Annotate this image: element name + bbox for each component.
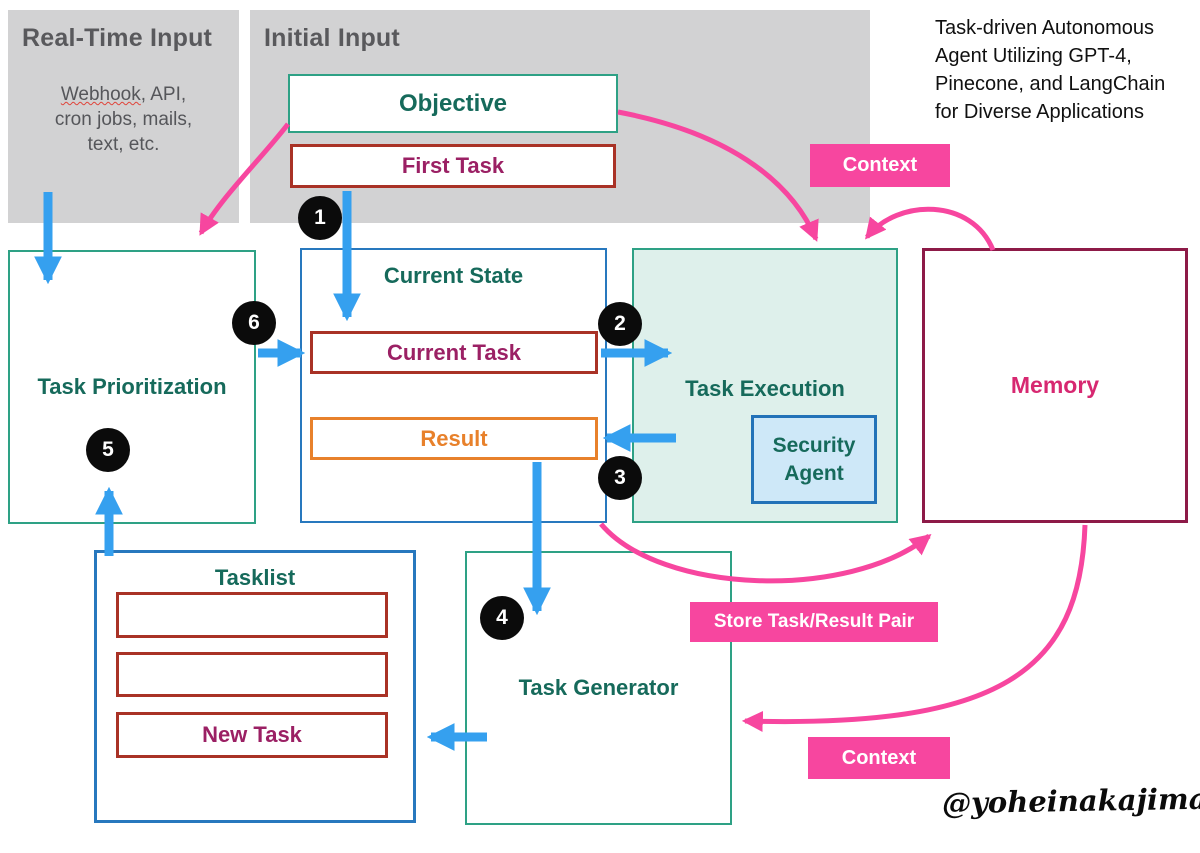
task-generator-title: Task Generator (518, 675, 679, 700)
first-task-box: First Task (290, 144, 616, 188)
realtime-line2: cron jobs, mails, (54, 109, 193, 130)
tasklist-item-empty-2 (116, 652, 388, 697)
step-badge-6: 6 (232, 301, 276, 345)
step-badge-4: 4 (480, 596, 524, 640)
result-box: Result (310, 417, 598, 460)
context-badge-top: Context (810, 144, 950, 187)
store-task-result-badge: Store Task/Result Pair (690, 602, 938, 642)
task-prioritization-box: Task Prioritization (8, 250, 256, 524)
current-state-title: Current State (383, 263, 524, 288)
objective-box: Objective (288, 74, 618, 133)
diagram-caption: Task-driven Autonomous Agent Utilizing G… (935, 14, 1195, 126)
realtime-input-panel: Real-Time Input Webhook, API, cron jobs,… (8, 10, 239, 223)
webhook-word: Webhook (60, 84, 141, 105)
realtime-line3: text, etc. (87, 134, 160, 155)
realtime-input-title: Real-Time Input (22, 24, 213, 52)
realtime-input-description: Webhook, API, cron jobs, mails, text, et… (8, 82, 239, 157)
current-task-box: Current Task (310, 331, 598, 374)
memory-title: Memory (1010, 372, 1100, 398)
step-badge-3: 3 (598, 456, 642, 500)
context-badge-bottom: Context (808, 737, 950, 779)
curve-memory-to-execution (865, 206, 996, 251)
current-state-box: Current State (300, 248, 607, 523)
new-task-box: New Task (116, 712, 388, 758)
caption-line: Pinecone, and LangChain (935, 73, 1166, 95)
caption-line: Agent Utilizing GPT-4, (935, 45, 1132, 67)
tasklist-item-empty-1 (116, 592, 388, 638)
tasklist-title: Tasklist (214, 565, 296, 590)
task-execution-box: Task Execution Security Agent (632, 248, 898, 523)
task-prioritization-title: Task Prioritization (37, 374, 227, 399)
memory-box: Memory (922, 248, 1188, 523)
caption-line: Task-driven Autonomous (935, 17, 1155, 39)
task-generator-box: Task Generator (465, 551, 732, 825)
realtime-line1-rest: , API, (140, 84, 187, 105)
step-badge-2: 2 (598, 302, 642, 346)
caption-line: for Diverse Applications (935, 101, 1144, 123)
task-execution-title: Task Execution (685, 376, 845, 401)
security-agent-box: Security Agent (751, 415, 877, 504)
author-signature: @yoheinakajima (941, 781, 1200, 821)
step-badge-1: 1 (298, 196, 342, 240)
step-badge-5: 5 (86, 428, 130, 472)
initial-input-title: Initial Input (264, 24, 400, 52)
